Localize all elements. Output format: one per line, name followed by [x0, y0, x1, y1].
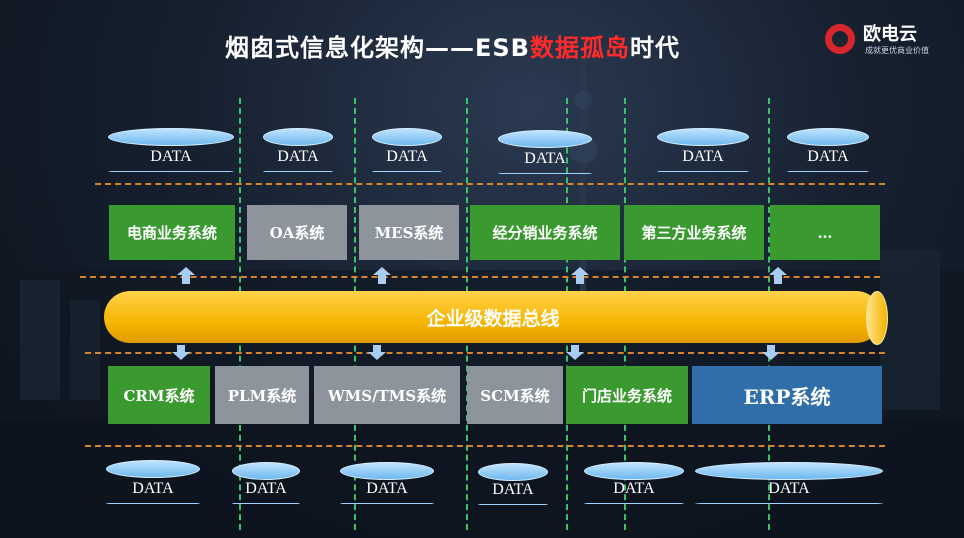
arrow-up-icon [177, 267, 195, 275]
data-store-top: DATA [372, 128, 442, 172]
system-box-more: … [770, 205, 880, 260]
arrow-down-icon [762, 352, 780, 360]
data-store-top: DATA [787, 128, 869, 172]
data-store-bottom: DATA [340, 462, 434, 504]
layer-separator [85, 352, 885, 354]
system-box-scm: SCM系统 [467, 366, 563, 424]
logo-mark-icon [825, 24, 855, 54]
data-store-bottom: DATA [478, 463, 548, 505]
title-main: 烟囱式信息化架构——ESB [225, 34, 530, 62]
system-box-plm: PLM系统 [215, 366, 309, 424]
data-store-bottom: DATA [584, 462, 684, 504]
system-box-erp: ERP系统 [692, 366, 882, 424]
system-box-crm: CRM系统 [108, 366, 210, 424]
arrow-down-icon [368, 352, 386, 360]
bus-label: 企业级数据总线 [426, 307, 560, 330]
arrow-up-icon [378, 274, 386, 284]
data-store-bottom: DATA [106, 460, 200, 504]
title-tail: 时代 [629, 34, 680, 62]
arrow-up-icon [769, 267, 787, 275]
system-box-mes: MES系统 [359, 205, 459, 260]
system-box-wms-tms: WMS/TMS系统 [314, 366, 460, 424]
system-box-oa: OA系统 [247, 205, 347, 260]
arrow-down-icon [571, 345, 579, 353]
data-store-top: DATA [657, 128, 749, 172]
arrow-up-icon [571, 267, 589, 275]
arrow-down-icon [767, 345, 775, 353]
logo-tagline: 成就更优商业价值 [865, 46, 929, 55]
layer-separator [85, 445, 885, 447]
system-box-store: 门店业务系统 [566, 366, 688, 424]
enterprise-service-bus: 企业级数据总线 [104, 291, 882, 343]
data-store-bottom: DATA [695, 462, 883, 504]
system-box-distribution: 经分销业务系统 [470, 205, 620, 260]
layer-separator [95, 183, 885, 185]
arrow-up-icon [774, 274, 782, 284]
logo-name: 欧电云 [863, 24, 917, 45]
data-store-top: DATA [108, 128, 234, 172]
data-store-top: DATA [498, 130, 592, 174]
arrow-up-icon [576, 274, 584, 284]
slide-title: 烟囱式信息化架构——ESB数据孤岛时代 [225, 28, 680, 63]
data-store-bottom: DATA [232, 462, 300, 504]
arrow-down-icon [373, 345, 381, 353]
arrow-down-icon [566, 352, 584, 360]
layer-separator [80, 276, 880, 278]
data-store-top: DATA [263, 128, 333, 172]
system-box-third-party: 第三方业务系统 [624, 205, 764, 260]
system-box-ecommerce: 电商业务系统 [109, 205, 235, 260]
arrow-up-icon [182, 274, 190, 284]
brand-logo: 欧电云 成就更优商业价值 [825, 18, 955, 60]
arrow-down-icon [172, 352, 190, 360]
arrow-down-icon [177, 345, 185, 353]
arrow-up-icon [373, 267, 391, 275]
title-highlight: 数据孤岛 [529, 34, 630, 62]
bus-end-cap [866, 291, 888, 345]
